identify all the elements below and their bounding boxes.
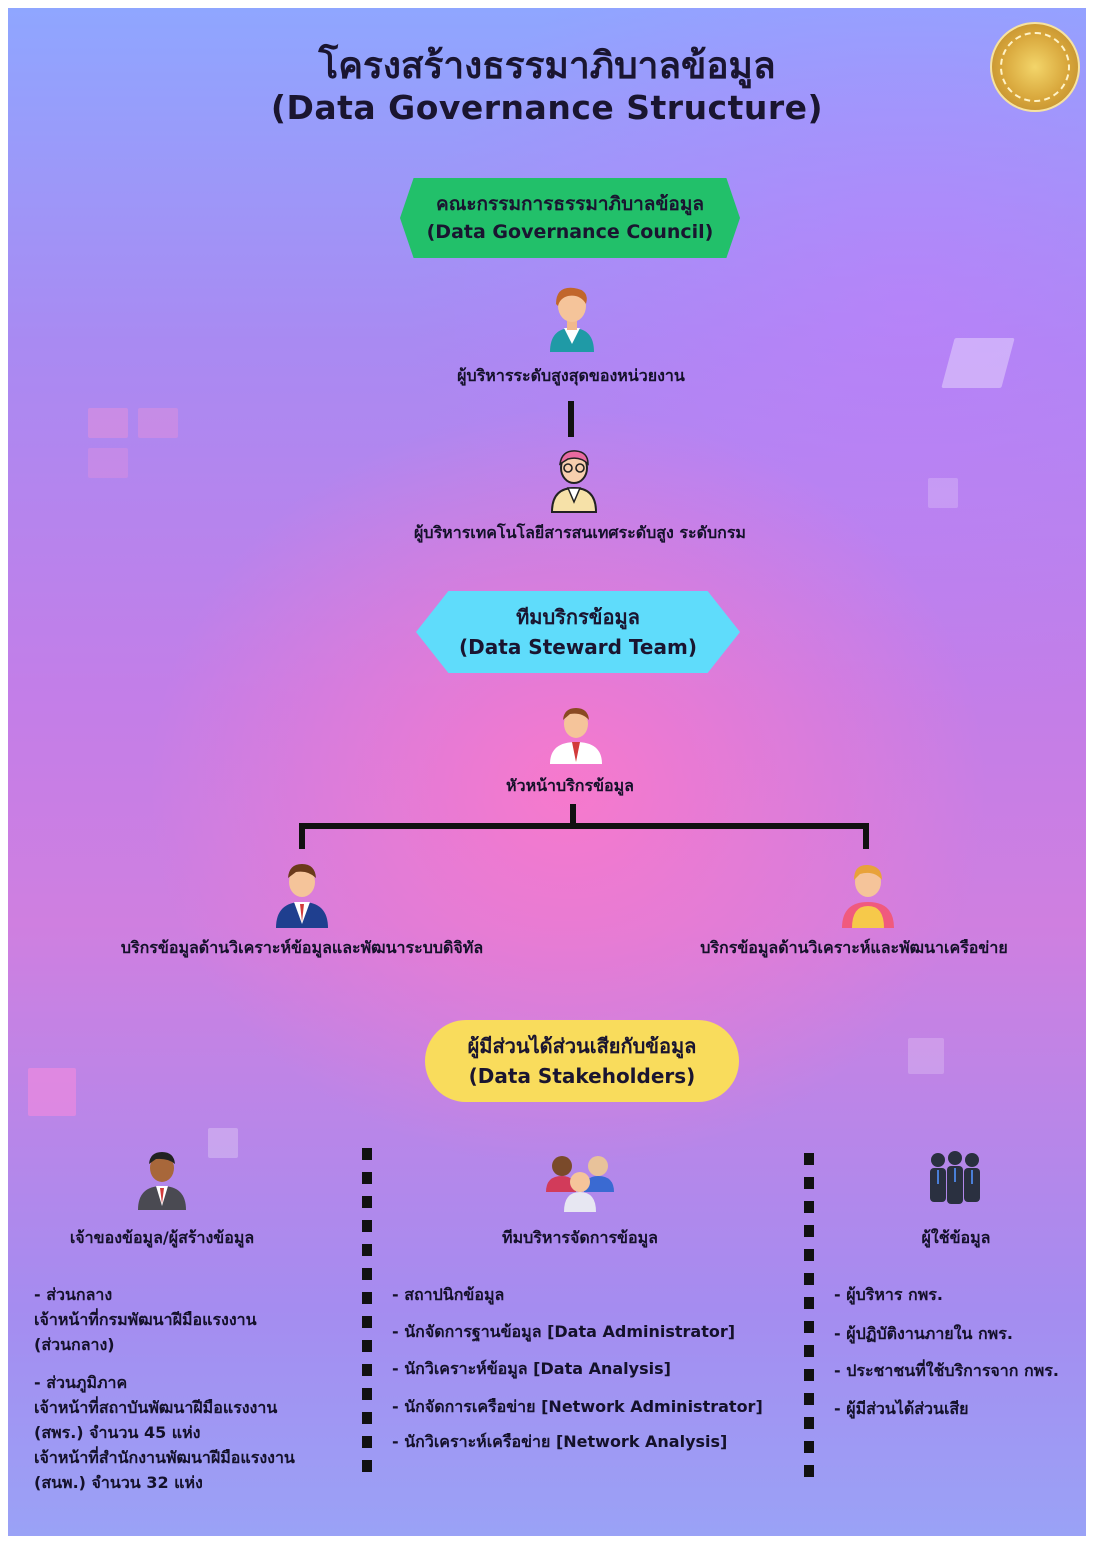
management-item: - สถาปนิกข้อมูล [392,1285,505,1304]
column-divider-left [362,1148,372,1478]
steward-title-english: (Data Steward Team) [459,635,697,659]
council-title-thai: คณะกรรมการธรรมาภิบาลข้อมูล [435,193,705,215]
management-item: - นักวิเคราะห์ข้อมูล [Data Analysis] [392,1359,671,1378]
connector-line [299,823,869,829]
owner-line: - ส่วนกลาง [34,1285,113,1304]
decor-square [28,1068,76,1116]
page-title-thai: โครงสร้างธรรมาภิบาลข้อมูล [318,44,776,87]
management-item: - นักวิเคราะห์เครือข่าย [Network Analysi… [392,1432,728,1451]
connector-line [568,401,574,437]
stakeholders-title-thai: ผู้มีส่วนได้ส่วนเสียกับข้อมูล [467,1034,697,1058]
data-owner-avatar-icon [138,1152,186,1210]
decor-square [88,448,128,478]
decor-square [908,1038,944,1074]
steward-team-banner: ทีมบริกรข้อมูล (Data Steward Team) [416,591,740,673]
department-seal-logo [990,22,1080,112]
right-steward-avatar-icon [842,864,894,928]
stakeholders-title-english: (Data Stakeholders) [468,1064,696,1088]
head-steward-avatar-icon [550,708,602,764]
owner-line: เจ้าหน้าที่กรมพัฒนาฝีมือแรงงาน [34,1310,257,1329]
owner-line: (ส่วนกลาง) [34,1335,115,1354]
management-team-title: ทีมบริหารจัดการข้อมูล [502,1228,658,1247]
column-divider-right [804,1153,814,1478]
owner-line: เจ้าหน้าที่สถาบันพัฒนาฝีมือแรงงาน [34,1398,278,1417]
head-steward-label: หัวหน้าบริกรข้อมูล [506,776,634,795]
decor-square [138,408,178,438]
management-item: - นักจัดการเครือข่าย [Network Administra… [392,1397,763,1416]
owner-line: - ส่วนภูมิภาค [34,1373,128,1392]
users-item: - ประชาชนที่ใช้บริการจาก กพร. [834,1361,1059,1380]
right-steward-role-label: บริกรข้อมูลด้านวิเคราะห์และพัฒนาเครือข่า… [700,938,1008,957]
management-item: - นักจัดการฐานข้อมูล [Data Administrator… [392,1322,736,1341]
management-team-icon [546,1156,614,1212]
owner-line: (สพร.) จำนวน 45 แห่ง [34,1423,201,1442]
page-title-english: (Data Governance Structure) [270,88,824,127]
seal-ring-icon [1000,32,1070,102]
decor-square [941,338,1015,388]
executive-avatar-icon [550,287,594,352]
connector-line [570,804,576,826]
council-title-english: (Data Governance Council) [426,221,714,243]
decor-square [928,478,958,508]
cio-avatar-icon [550,450,598,513]
decor-square [88,408,128,438]
data-owner-title: เจ้าของข้อมูล/ผู้สร้างข้อมูล [69,1228,255,1247]
top-executive-label: ผู้บริหารระดับสูงสุดของหน่วยงาน [457,366,685,385]
connector-line [863,823,869,849]
decor-square [208,1128,238,1158]
connector-line [299,823,305,849]
steward-title-thai: ทีมบริกรข้อมูล [516,605,640,629]
users-item: - ผู้มีส่วนได้ส่วนเสีย [834,1399,969,1418]
data-users-group-icon [930,1151,980,1204]
left-steward-role-label: บริกรข้อมูลด้านวิเคราะห์ข้อมูลและพัฒนาระ… [120,938,484,957]
council-banner: คณะกรรมการธรรมาภิบาลข้อมูล (Data Governa… [400,178,740,258]
left-steward-avatar-icon [276,864,328,928]
data-users-title: ผู้ใช้ข้อมูล [921,1228,991,1247]
owner-line: เจ้าหน้าที่สำนักงานพัฒนาฝีมือแรงงาน [34,1448,295,1467]
owner-line: (สนพ.) จำนวน 32 แห่ง [34,1473,203,1492]
users-item: - ผู้ปฏิบัติงานภายใน กพร. [834,1324,1013,1343]
stakeholders-banner: ผู้มีส่วนได้ส่วนเสียกับข้อมูล (Data Stak… [425,1020,739,1102]
users-item: - ผู้บริหาร กพร. [834,1285,943,1304]
infographic-page: โครงสร้างธรรมาภิบาลข้อมูล (Data Governan… [8,8,1086,1536]
cio-label: ผู้บริหารเทคโนโลยีสารสนเทศระดับสูง ระดับ… [414,523,746,542]
